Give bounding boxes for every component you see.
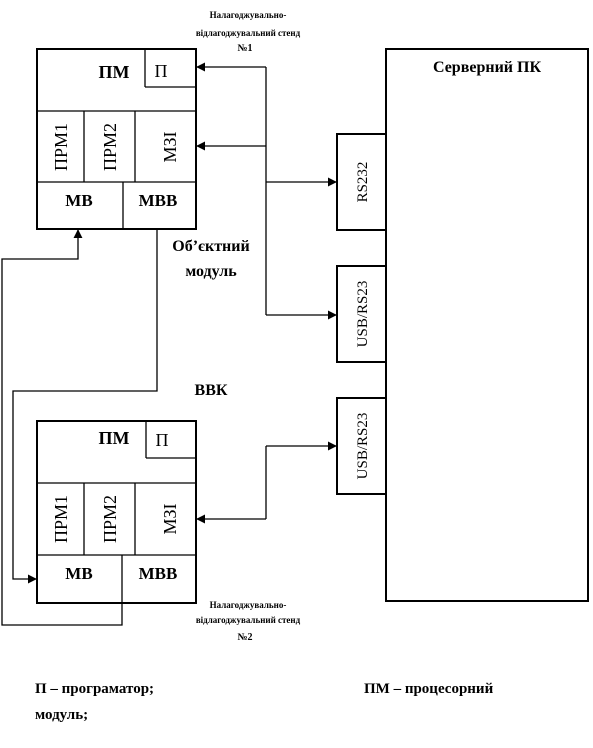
bottom-pm-label: ПМ [99, 428, 130, 448]
usb-rs23-label-2: USB/RS23 [355, 413, 371, 480]
bottom-module-box [36, 420, 197, 604]
stand1-label-line2: відлагоджувальний стенд [196, 28, 301, 38]
server-pc-title: Серверний ПК [433, 59, 541, 76]
top-module-box [36, 48, 197, 230]
bottom-mzi-label: МЗІ [160, 503, 180, 534]
bottom-mvv-label: МВВ [139, 564, 178, 583]
rs232-label: RS232 [355, 162, 371, 203]
top-mzi-label: МЗІ [160, 131, 180, 162]
bottom-prm1-label: ПРМ1 [51, 495, 71, 543]
object-module-label-line1: Об’єктний [172, 238, 249, 255]
rs232-port-box [336, 133, 387, 231]
bottom-mv-label: МВ [65, 564, 92, 583]
top-p-label: П [155, 61, 168, 81]
server-pc-box [385, 48, 589, 602]
vvk-label: ВВК [195, 382, 228, 399]
stand2-label-line2: відлагоджувальний стенд [196, 615, 301, 625]
stand2-label-line1: Налагоджувально- [210, 600, 287, 610]
bottom-p-label: П [156, 430, 169, 450]
stand1-label-line3: №1 [237, 43, 252, 54]
top-mv-label: МВ [65, 191, 92, 210]
top-prm1-label: ПРМ1 [51, 123, 71, 171]
link-mvv-top-to-mv-bottom [12, 229, 158, 584]
stand2-label-line3: №2 [237, 632, 252, 643]
usb-rs23-port-box-1 [336, 265, 387, 363]
usb-rs23-label-1: USB/RS23 [355, 281, 371, 348]
usb-rs23-port-box-2 [336, 397, 387, 495]
stand1-label-line1: Налагоджувально- [210, 10, 287, 20]
top-mvv-label: МВВ [139, 191, 178, 210]
legend-module-cont: модуль; [35, 707, 89, 723]
top-pm-label: ПМ [99, 62, 130, 82]
bottom-prm2-label: ПРМ2 [100, 495, 120, 543]
legend-programmer: П – програматор; [35, 681, 155, 697]
top-prm2-label: ПРМ2 [100, 123, 120, 171]
legend-processor: ПМ – процесорний [364, 681, 494, 697]
object-module-label-line2: модуль [185, 263, 237, 280]
link-mvv-bottom-to-mv-top [1, 229, 123, 626]
